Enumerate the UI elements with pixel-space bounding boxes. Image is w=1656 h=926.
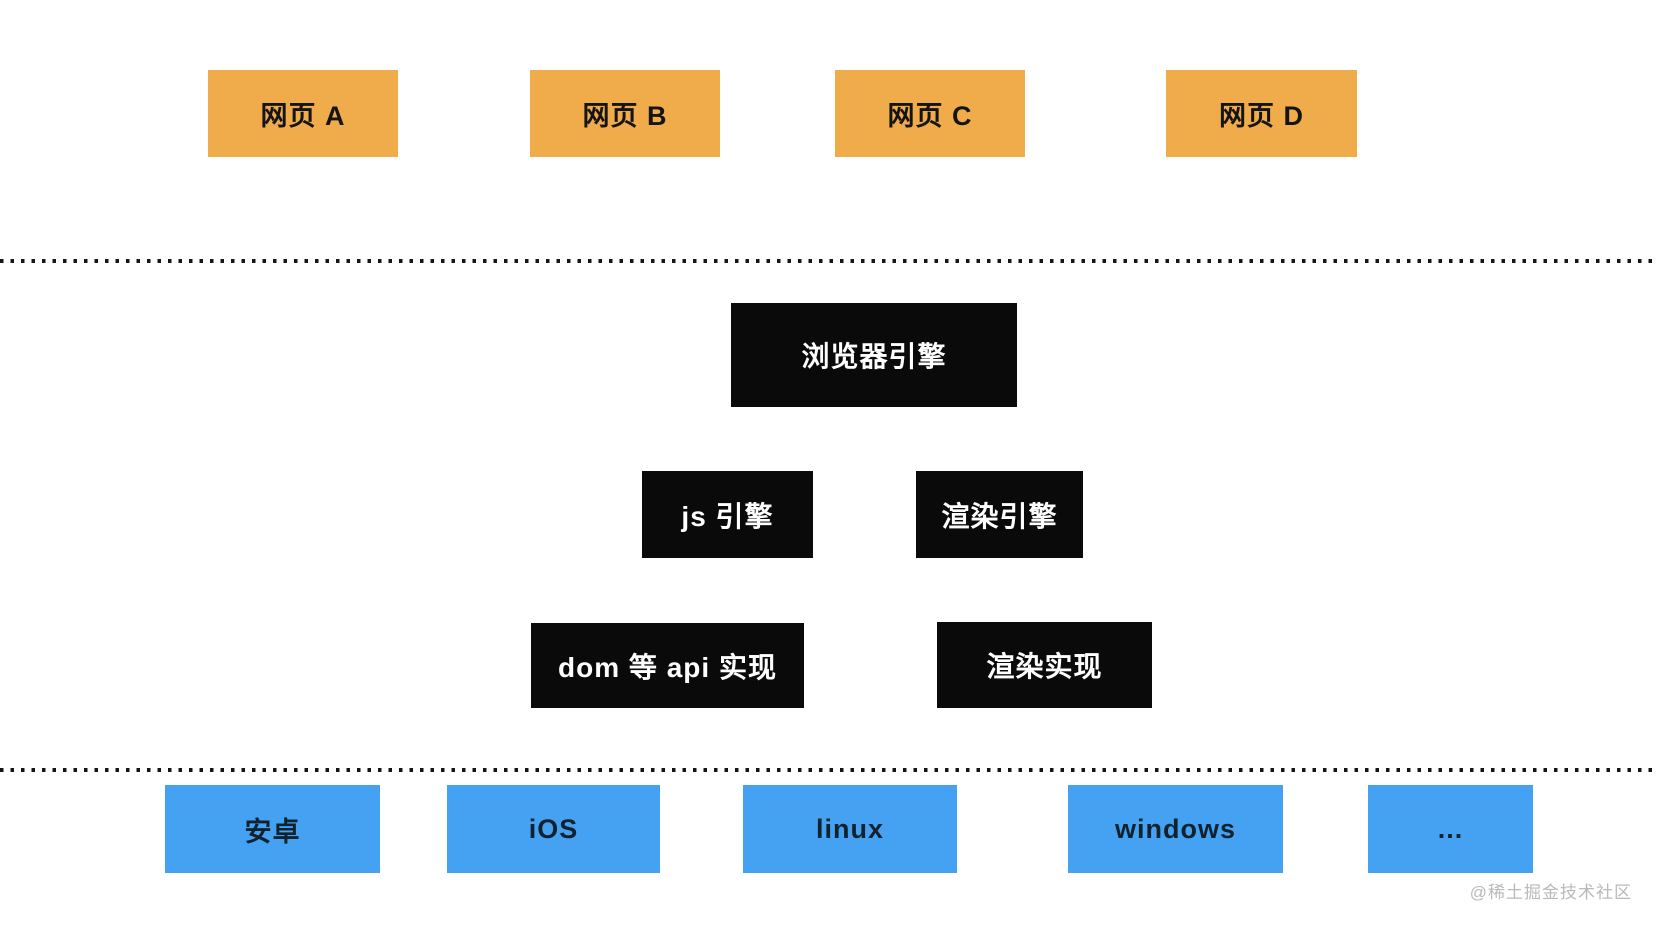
juejin-watermark: @稀土掘金技术社区 bbox=[1469, 883, 1632, 902]
separator-webpages-engine bbox=[0, 259, 1656, 263]
platform-windows-box: windows bbox=[1068, 785, 1283, 873]
platform-ios-box: iOS bbox=[447, 785, 660, 873]
platform-ellipsis-box: ... bbox=[1368, 785, 1533, 873]
webpage-d-box: 网页 D bbox=[1166, 70, 1357, 157]
render-engine-box: 渲染引擎 bbox=[916, 471, 1083, 558]
js-engine-box: js 引擎 bbox=[642, 471, 813, 558]
render-impl-box: 渲染实现 bbox=[937, 622, 1152, 708]
platform-linux-box: linux bbox=[743, 785, 957, 873]
separator-engine-platforms bbox=[0, 768, 1656, 772]
dom-api-impl-box: dom 等 api 实现 bbox=[531, 623, 804, 708]
platform-android-box: 安卓 bbox=[165, 785, 380, 873]
webpage-c-box: 网页 C bbox=[835, 70, 1025, 157]
browser-engine-box: 浏览器引擎 bbox=[731, 303, 1017, 407]
webpage-a-box: 网页 A bbox=[208, 70, 398, 157]
webpage-b-box: 网页 B bbox=[530, 70, 720, 157]
